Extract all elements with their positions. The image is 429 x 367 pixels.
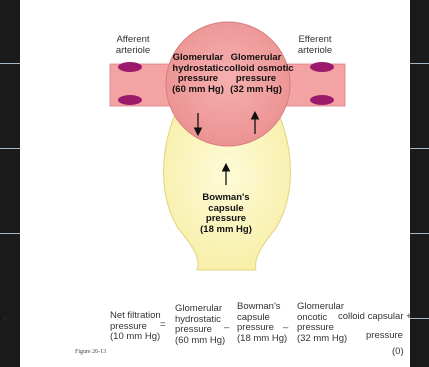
minus-sign: –: [283, 323, 288, 334]
glomerular-hydrostatic-label: Glomerular hydrostatic pressure (60 mm H…: [170, 53, 226, 95]
arteriole-cell: [118, 95, 142, 105]
figure-label: Figure 26-13: [75, 349, 106, 355]
glomerular-oncotic-term: Glomerular oncotic pressure (32 mm Hg): [297, 302, 347, 344]
colloid-capsular-line1: colloid capsular +: [338, 312, 412, 323]
equals-sign: =: [160, 320, 166, 331]
bowmans-capsule-label: Bowman's capsule pressure (18 mm Hg): [198, 193, 254, 235]
net-filtration-term: Net filtration pressure (10 mm Hg): [110, 311, 161, 343]
minus-sign: –: [224, 323, 229, 334]
bowmans-capsule-term: Bowman's capsule pressure (18 mm Hg): [237, 302, 287, 344]
arteriole-cell: [310, 95, 334, 105]
arteriole-cell: [310, 62, 334, 72]
colloid-capsular-value: (0): [392, 347, 404, 358]
arteriole-cell: [118, 62, 142, 72]
efferent-arteriole-label: Efferent arteriole: [290, 35, 340, 56]
afferent-arteriole-label: Afferent arteriole: [108, 35, 158, 56]
glomerular-hydrostatic-term: Glomerular hydrostatic pressure (60 mm H…: [175, 304, 225, 346]
colloid-capsular-line2: pressure: [366, 331, 403, 342]
glomerular-colloid-label: Glomerular colloid osmotic pressure (32 …: [224, 53, 288, 95]
